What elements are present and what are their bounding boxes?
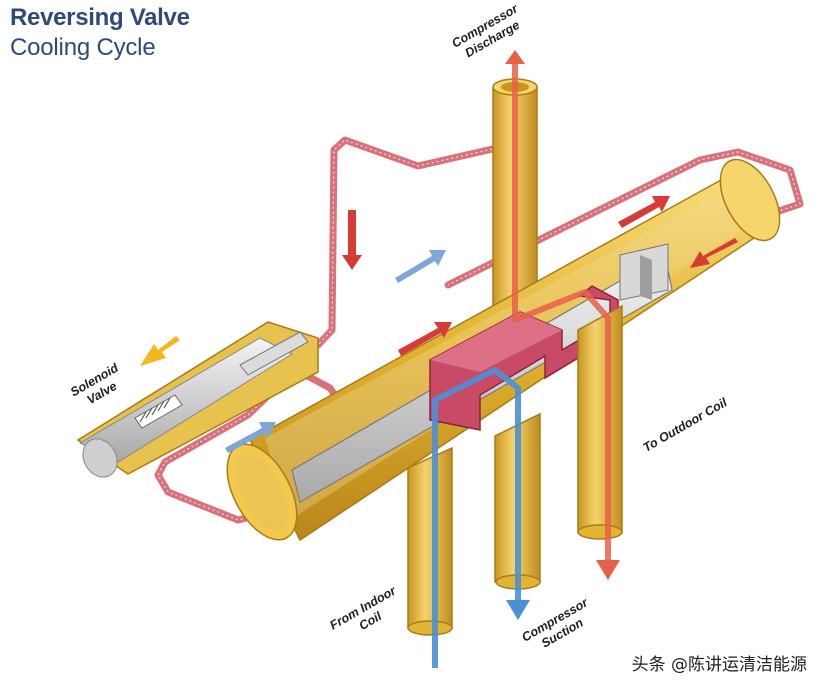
discharge-inflow-arrowhead [505, 50, 525, 64]
watermark: 头条 @陈讲运清洁能源 [631, 655, 807, 675]
indoor-coil-pipe [407, 446, 453, 636]
diagram-subtitle: Cooling Cycle [10, 34, 156, 61]
solenoid-valve [76, 321, 319, 478]
diagram-title: Reversing Valve [10, 4, 190, 31]
discharge-flow [512, 60, 611, 560]
suction-flow-arrowhead [506, 600, 530, 620]
outdoor-flow-arrowhead [596, 560, 620, 580]
solenoid-direction-arrow [140, 336, 180, 366]
blue-direction-arrows [225, 250, 446, 453]
suction-flow [432, 367, 521, 668]
outdoor-coil-pipe [577, 304, 623, 540]
red-direction-arrows [342, 196, 738, 356]
